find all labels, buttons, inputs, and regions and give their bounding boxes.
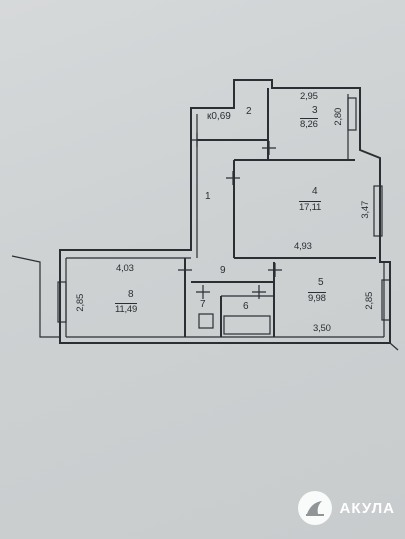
room-2-label: 2	[246, 106, 252, 117]
room-9-label: 9	[220, 265, 226, 276]
room-8-width: 4,03	[116, 263, 134, 274]
outer-wall	[59, 79, 391, 344]
room-1-label: 1	[205, 191, 211, 202]
room-4-label: 4	[312, 186, 318, 197]
shark-fin-icon	[297, 491, 332, 525]
room-8-label: 8	[128, 289, 134, 300]
room-5-depth: 2,85	[364, 291, 376, 310]
room-3-width: 2,95	[300, 91, 318, 102]
room-4-width: 4,93	[294, 241, 312, 252]
window-room4	[373, 185, 383, 237]
window-room8	[57, 281, 67, 323]
door-mark-3	[226, 171, 240, 185]
door-mark-7	[196, 285, 210, 299]
toilet	[198, 313, 214, 329]
logo-text: АКУЛА	[339, 499, 395, 517]
bathtub	[223, 315, 271, 335]
balcony-right	[389, 342, 399, 351]
door-mark-1	[190, 133, 204, 147]
room-8-area: 11,49	[115, 303, 138, 315]
room-3-label: 3	[312, 105, 318, 116]
room-8-depth: 2,85	[75, 293, 87, 312]
window-room5	[381, 279, 391, 321]
room-5-label: 5	[318, 277, 324, 288]
room-4-depth: 3,47	[360, 200, 372, 219]
room-5-area: 9,98	[308, 292, 326, 304]
door-mark-5	[178, 263, 192, 277]
balcony-left	[11, 255, 60, 338]
room-4-area: 17,11	[299, 201, 322, 213]
room-3-area: 8,26	[300, 118, 318, 130]
door-mark-4	[268, 263, 282, 277]
door-mark-2	[262, 141, 276, 155]
room-6-label: 6	[243, 301, 249, 312]
room-7-label: 7	[200, 299, 206, 310]
window-room3	[347, 97, 357, 131]
room-3-depth: 2,80	[333, 107, 345, 126]
brand-logo: АКУЛА	[297, 491, 395, 525]
room-5-width: 3,50	[313, 323, 331, 334]
balcony-area-label: к0,69	[207, 111, 231, 122]
door-mark-6	[252, 285, 266, 299]
